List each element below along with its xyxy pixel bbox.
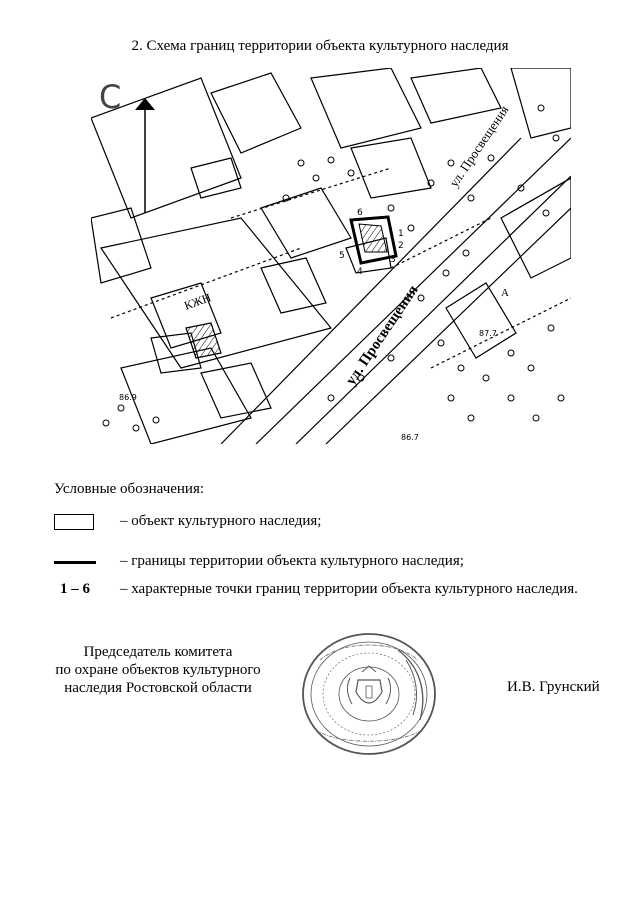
points-symbol: 1 – 6 — [60, 581, 90, 597]
position-line: Председатель комитета — [83, 644, 233, 660]
point-label-4: 4 — [357, 267, 363, 277]
boundary-scheme-map: С 1 2 3 4 5 6 ул. Просвещения ул. Просве… — [91, 68, 571, 444]
signatory-name: И.В. Грунский — [507, 679, 600, 695]
elevation-mark: 86.9 — [119, 393, 137, 402]
official-seal — [302, 633, 436, 755]
legend-text: – характерные точки границ территории об… — [120, 581, 578, 597]
point-label-6: 6 — [357, 208, 363, 218]
position-line: по охране объектов культурного — [55, 662, 261, 678]
legend-title: Условные обозначения: — [54, 481, 205, 497]
position-line: наследия Ростовской области — [64, 680, 252, 696]
point-label-2: 2 — [398, 241, 404, 251]
object-symbol — [54, 514, 94, 530]
point-label-1: 1 — [398, 229, 404, 239]
elevation-mark: 87.7 — [479, 329, 497, 338]
boundary-line-symbol — [54, 561, 96, 564]
north-arrow: С — [99, 78, 155, 213]
north-label: С — [99, 78, 121, 116]
elevation-mark: 86.7 — [401, 433, 419, 442]
legend-text: – границы территории объекта культурного… — [120, 553, 464, 569]
building-code-letter: А — [501, 287, 509, 299]
legend-text: – объект культурного наследия; — [120, 513, 322, 529]
heritage-object — [349, 215, 398, 265]
point-label-3: 3 — [390, 255, 396, 265]
point-label-5: 5 — [339, 251, 345, 261]
page-title: 2. Схема границ территории объекта культ… — [131, 38, 509, 54]
signatory-position: Председатель комитета по охране объектов… — [44, 643, 272, 697]
